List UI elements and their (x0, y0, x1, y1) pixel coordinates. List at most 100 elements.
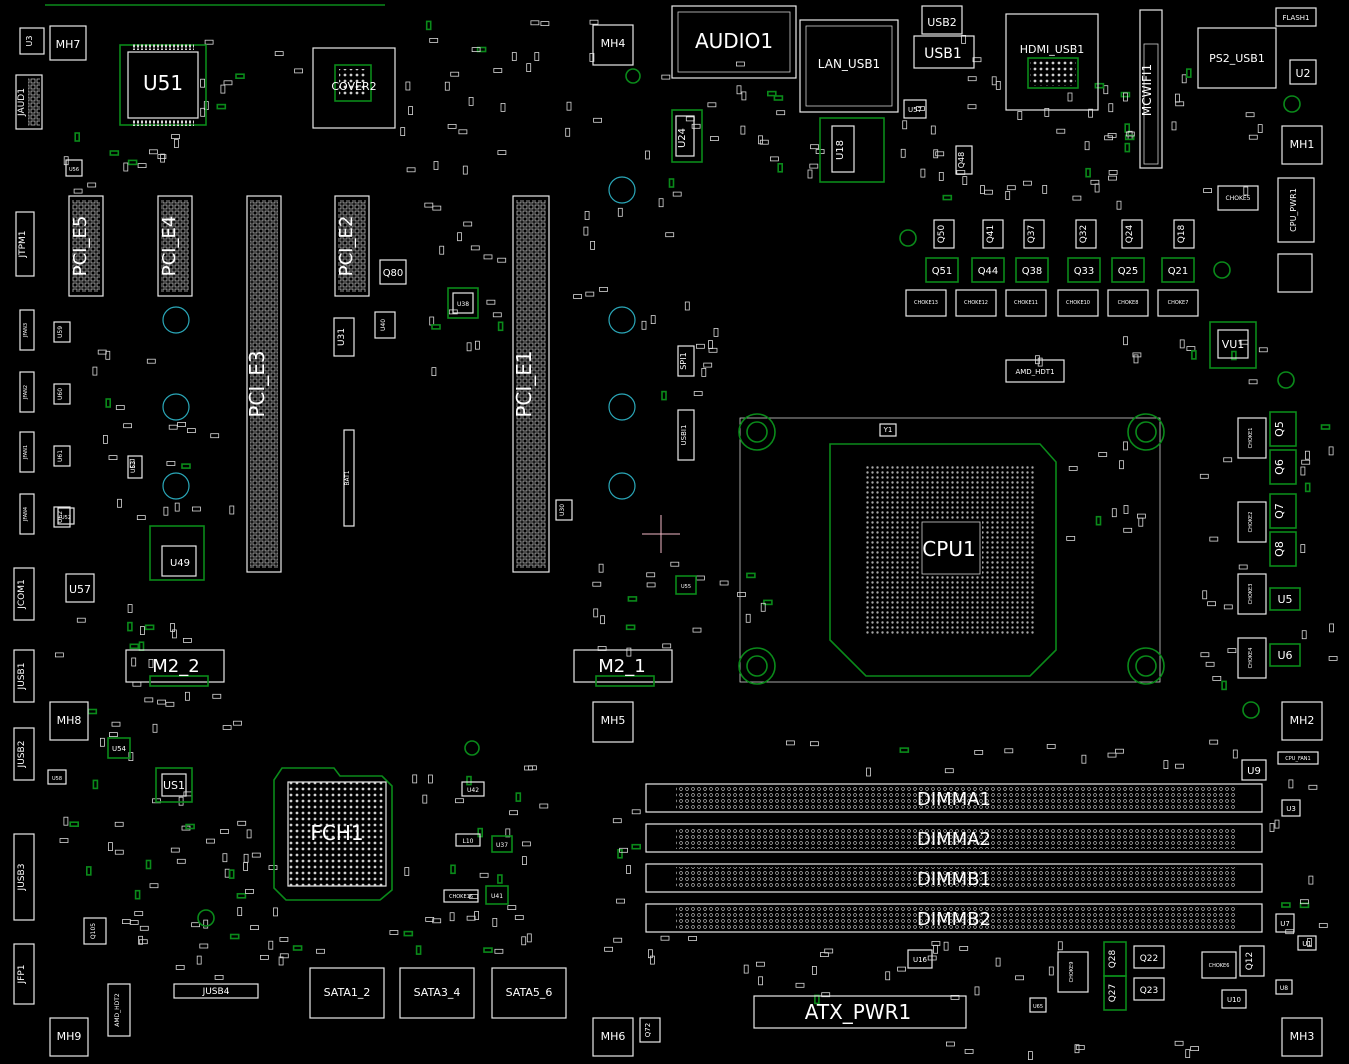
svg-text:LAN_USB1: LAN_USB1 (818, 57, 880, 71)
svg-text:JUSB2: JUSB2 (17, 741, 27, 769)
cpu1-socket: CPU1 Y1 (738, 413, 1165, 685)
pcie4-slot: PCI_E4 (157, 195, 193, 297)
svg-text:PCI_E4: PCI_E4 (159, 216, 180, 277)
q48-transistor: Q48 (955, 145, 973, 175)
svg-text:U49: U49 (170, 558, 190, 569)
cpu-fan1-header: CPU_FAN1 (1277, 751, 1319, 765)
usbi1-header: USBI1 (677, 409, 695, 461)
cursor-crosshair (642, 515, 680, 553)
svg-text:JFAN2: JFAN2 (23, 385, 29, 400)
svg-text:AMD_HDT1: AMD_HDT1 (1015, 368, 1054, 376)
svg-text:U16: U16 (913, 956, 928, 964)
svg-text:Q7: Q7 (1273, 503, 1286, 519)
svg-text:U59: U59 (57, 326, 64, 338)
svg-text:Q37: Q37 (1027, 225, 1037, 244)
svg-text:U2: U2 (1295, 67, 1310, 80)
svg-text:CPU_FAN1: CPU_FAN1 (1285, 756, 1310, 762)
svg-text:CHOKE4: CHOKE4 (1248, 648, 1254, 669)
svg-text:Q28: Q28 (1108, 949, 1118, 968)
q105-transistor: Q105 (83, 917, 107, 945)
pcie2-slot: PCI_E2 (334, 195, 370, 297)
svg-text:U40: U40 (380, 319, 387, 331)
svg-text:Q12: Q12 (1245, 952, 1255, 971)
mh2-mounting-hole: MH2 (1281, 701, 1323, 741)
vrm-choke-row: CHOKE13 CHOKE12 CHOKE11 CHOKE10 CHOKE8 C… (905, 289, 1199, 317)
usb2-connector: USB2 (921, 5, 963, 35)
svg-text:U60: U60 (57, 388, 64, 400)
jusb1-header: JUSB1 (13, 649, 35, 703)
svg-text:U57: U57 (908, 106, 922, 114)
svg-text:Q27: Q27 (1108, 984, 1118, 1003)
svg-text:CHOKE9: CHOKE9 (1069, 962, 1075, 983)
svg-text:Q105: Q105 (90, 923, 97, 939)
mh3-mounting-hole: MH3 (1281, 1017, 1323, 1057)
svg-text:CHOKE5: CHOKE5 (1226, 195, 1251, 202)
mh8-mounting-hole: MH8 (49, 701, 89, 741)
svg-text:U31: U31 (337, 328, 347, 346)
svg-text:U62: U62 (57, 511, 64, 523)
mh9-mounting-hole: MH9 (49, 1017, 89, 1057)
u16-chip: U16 (907, 949, 933, 969)
svg-text:U38: U38 (457, 301, 469, 308)
q22-q23-transistors: Q22 Q23 (1133, 945, 1165, 1001)
u2-chip: U2 (1289, 59, 1317, 85)
sata3-4-connector: SATA3_4 (399, 967, 475, 1019)
svg-text:U7: U7 (1280, 920, 1290, 928)
svg-text:MH2: MH2 (1290, 714, 1315, 727)
svg-text:Q18: Q18 (1177, 224, 1187, 243)
pcie5-slot: PCI_E5 (68, 195, 104, 297)
svg-text:PCI_E5: PCI_E5 (70, 216, 91, 277)
svg-text:U54: U54 (112, 745, 127, 753)
svg-text:Q8: Q8 (1273, 541, 1286, 557)
svg-text:Q72: Q72 (644, 1023, 652, 1037)
svg-text:CHOKE6: CHOKE6 (1209, 963, 1230, 969)
svg-text:CHOKE1: CHOKE1 (1248, 428, 1254, 449)
choke9-inductor: CHOKE9 (1057, 951, 1089, 993)
svg-text:U8: U8 (1280, 985, 1288, 992)
svg-text:L10: L10 (463, 838, 474, 845)
audio1-connector: AUDIO1 (671, 5, 797, 79)
u57-io-chip: U57 (903, 99, 927, 119)
svg-text:U3: U3 (1286, 805, 1296, 813)
svg-text:VU1: VU1 (1222, 338, 1245, 351)
flash1-chip: FLASH1 (1275, 7, 1317, 27)
svg-text:MH7: MH7 (56, 38, 81, 51)
fch-aux-chips: U42 U37 L10 CHOKE16 U41 (443, 781, 513, 905)
svg-text:U5: U5 (1277, 593, 1292, 606)
vu1-controller: VU1 (1209, 321, 1257, 369)
svg-text:U65: U65 (1033, 1004, 1043, 1010)
svg-text:COVER2: COVER2 (331, 80, 376, 93)
svg-text:SPI1: SPI1 (679, 352, 688, 369)
svg-text:JUSB1: JUSB1 (17, 663, 27, 691)
svg-text:U1: U1 (1302, 940, 1312, 948)
pcie1-slot: PCI_E1 (512, 195, 550, 573)
atx-pwr1-connector: ATX_PWR1 (753, 995, 967, 1029)
svg-text:U53: U53 (130, 461, 137, 473)
svg-text:CHOKE8: CHOKE8 (1118, 300, 1139, 306)
q28-q27-transistors: Q28 Q27 (1103, 941, 1127, 1011)
q72-transistor: Q72 (639, 1017, 661, 1043)
mh4-mounting-hole: MH4 (592, 24, 634, 66)
vrm-mosfet-row-bottom: Q51 Q44 Q38 Q33 Q25 Q21 (925, 257, 1195, 283)
dimma2-slot: DIMMA2 (645, 823, 1263, 853)
vrm-mosfet-row-top: Q50 Q41 Q37 Q32 Q24 Q18 (933, 219, 1195, 249)
svg-text:U58: U58 (52, 776, 62, 782)
sata5-6-connector: SATA5_6 (491, 967, 567, 1019)
u3-chip: U3 (19, 27, 45, 55)
svg-text:JAUD1: JAUD1 (17, 88, 27, 117)
u51-chip: U51 (119, 44, 207, 126)
svg-text:U37: U37 (496, 842, 508, 849)
svg-text:CHOKE11: CHOKE11 (1014, 300, 1038, 306)
u3-right-chip: U3 (1281, 799, 1301, 817)
jfan-headers: JFAN3 JFAN2 JFAN1 JFAN4 (19, 309, 35, 535)
svg-text:Q6: Q6 (1273, 459, 1286, 475)
svg-text:Q25: Q25 (1118, 266, 1139, 277)
svg-text:MH5: MH5 (601, 714, 626, 727)
u31-chip: U31 U40 (333, 311, 396, 357)
svg-text:USB2: USB2 (927, 16, 957, 29)
svg-text:MH3: MH3 (1290, 1030, 1315, 1043)
svg-text:DIMMB1: DIMMB1 (917, 869, 991, 890)
smd-pad-field (55, 19, 1338, 1060)
right-edge-chips: U7 U1 U8 (1275, 913, 1317, 995)
svg-text:BAT1: BAT1 (344, 470, 351, 485)
